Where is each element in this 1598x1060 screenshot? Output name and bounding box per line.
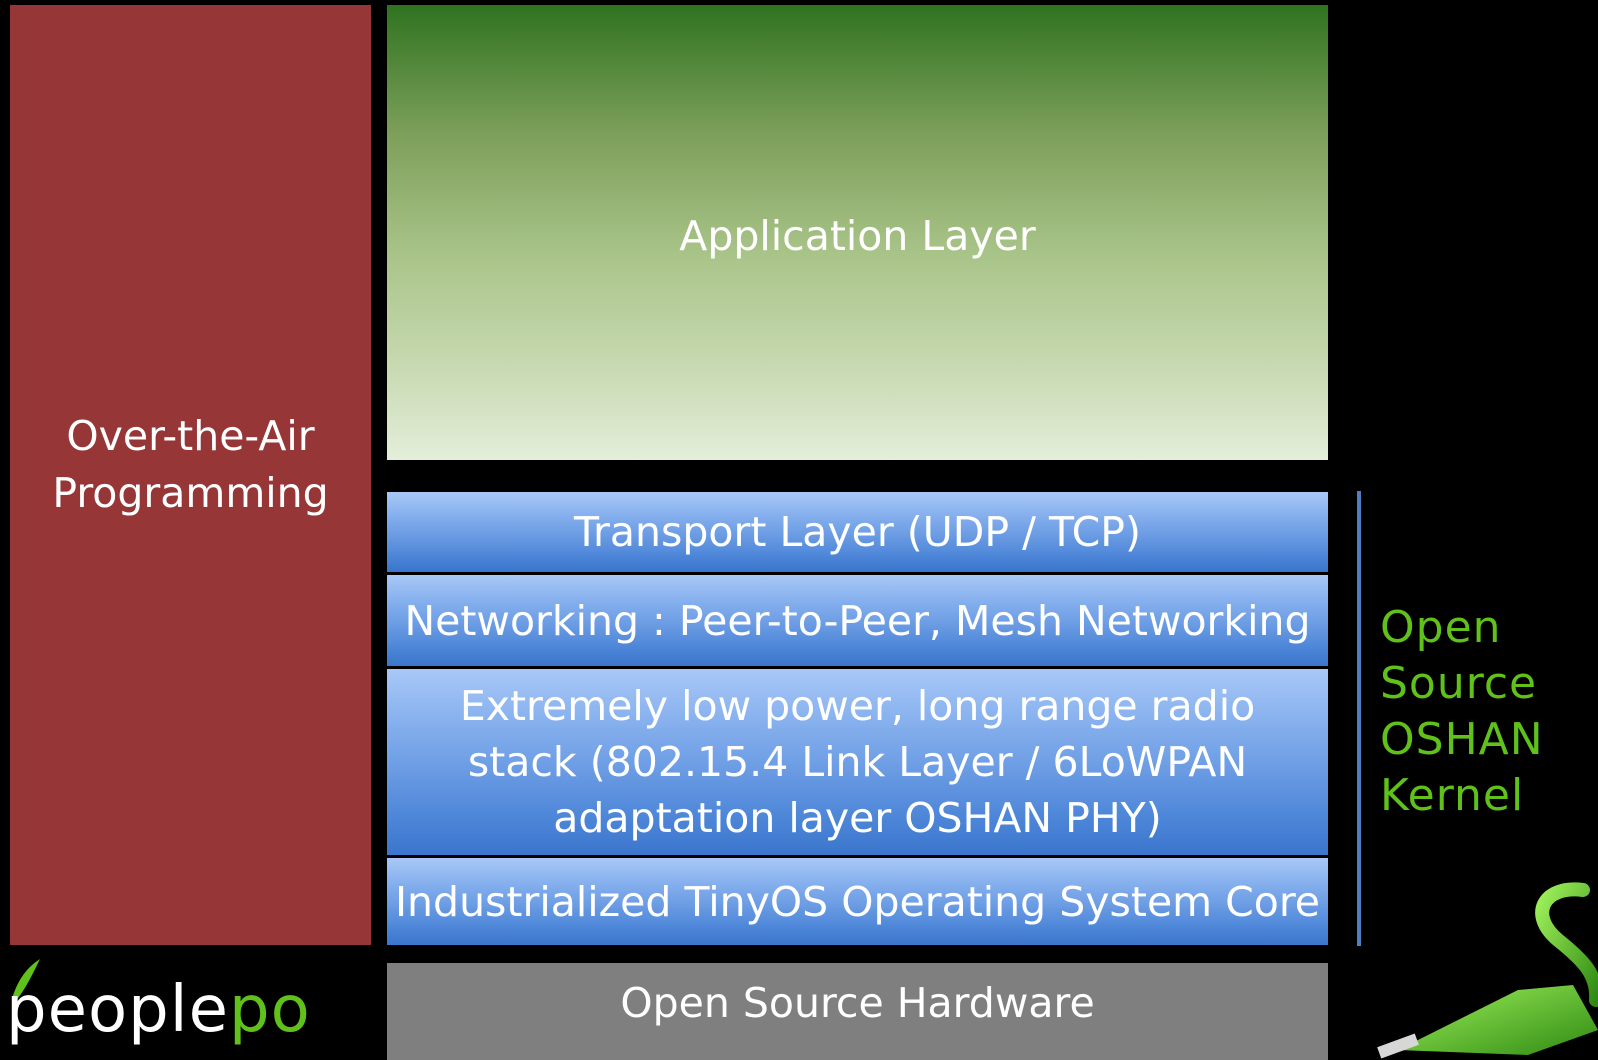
over-the-air-programming-block: Over-the-Air Programming [10,5,371,945]
hardware-label: Open Source Hardware [620,979,1095,1027]
networking-layer-block: Networking : Peer-to-Peer, Mesh Networki… [387,575,1328,666]
application-layer-block: Application Layer [387,5,1328,460]
os-core-block: Industrialized TinyOS Operating System C… [387,858,1328,945]
networking-layer-label: Networking : Peer-to-Peer, Mesh Networki… [404,596,1311,645]
kernel-bracket-line [1357,491,1361,946]
green-plug-icon [1377,882,1598,1059]
os-core-label: Industrialized TinyOS Operating System C… [394,877,1321,926]
transport-layer-block: Transport Layer (UDP / TCP) [387,492,1328,572]
radio-stack-label: Extremely low power, long range radio st… [459,682,1256,842]
kernel-label: Open Source OSHAN Kernel [1380,600,1570,824]
logo-text-accent: po [228,973,311,1047]
kernel-label-text: Open Source OSHAN Kernel [1380,602,1544,821]
people-power-logo: peoplepo [6,978,311,1042]
over-the-air-label: Over-the-Air Programming [52,412,329,517]
leaf-icon [12,959,40,1001]
radio-stack-block: Extremely low power, long range radio st… [387,669,1328,855]
logo-text-main: people [6,973,229,1047]
application-layer-label: Application Layer [679,212,1036,260]
transport-layer-label: Transport Layer (UDP / TCP) [574,508,1141,556]
open-source-hardware-block: Open Source Hardware [387,963,1328,1060]
